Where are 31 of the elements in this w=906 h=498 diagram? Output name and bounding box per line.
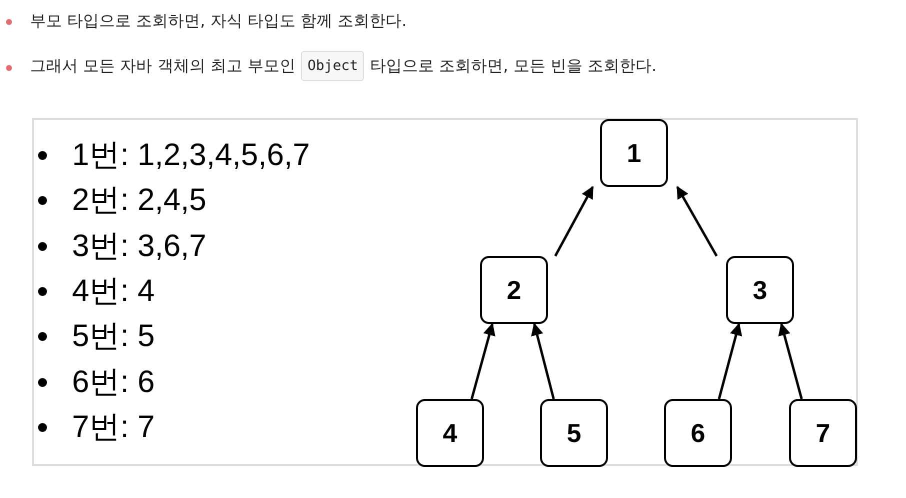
arrow xyxy=(531,322,555,400)
arrow xyxy=(778,322,803,400)
arrow xyxy=(470,322,496,400)
node-box xyxy=(789,399,857,467)
node-number: 3 xyxy=(752,274,768,306)
node-number: 4 xyxy=(442,418,458,448)
node-number: 2 xyxy=(506,274,522,306)
list-item: 2번: 2,4,5 xyxy=(72,182,206,218)
node-number: 7 xyxy=(816,418,830,448)
list-item: 4번: 4 xyxy=(72,273,155,309)
arrow xyxy=(676,186,718,257)
inline-code: Object xyxy=(301,51,364,81)
node-box xyxy=(600,119,668,187)
node-box xyxy=(540,399,608,467)
node-box xyxy=(480,256,548,324)
node-box xyxy=(416,399,484,467)
bullet-text: 부모 타입으로 조회하면, 자식 타입도 함께 조회한다. xyxy=(30,11,407,32)
arrow xyxy=(554,186,594,257)
list-item: 6번: 6 xyxy=(72,364,155,400)
node-box xyxy=(664,399,732,467)
bullet-text: 타입으로 조회하면, 모든 빈을 조회한다. xyxy=(370,56,657,76)
node-number: 5 xyxy=(566,418,582,448)
node-box xyxy=(726,256,794,324)
list-item: 3번: 3,6,7 xyxy=(72,228,206,264)
node-number: 1 xyxy=(626,138,642,168)
list-item: 7번: 7 xyxy=(72,409,155,445)
list-item: 5번: 5 xyxy=(72,318,155,354)
bullet-text: 그래서 모든 자바 객체의 최고 부모인 xyxy=(30,56,296,76)
node-number: 6 xyxy=(690,418,706,448)
list-item: 1번: 1,2,3,4,5,6,7 xyxy=(72,137,310,173)
arrow xyxy=(718,322,742,400)
